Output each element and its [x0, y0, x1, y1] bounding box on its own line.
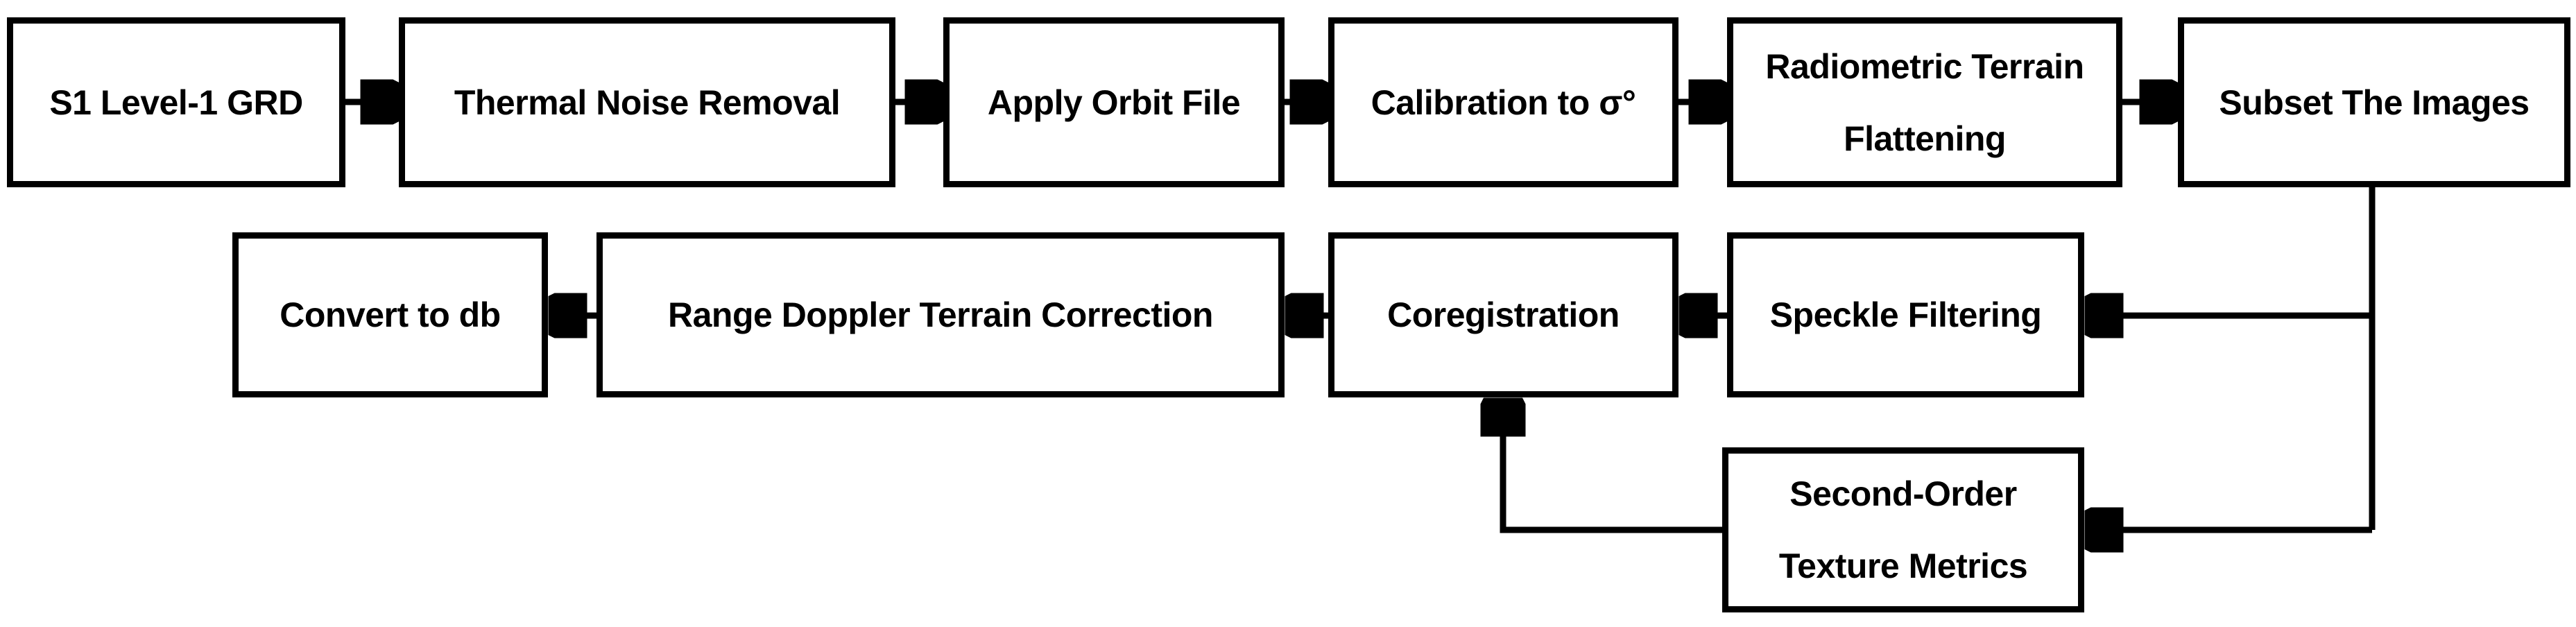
node-label: Apply Orbit File — [987, 83, 1241, 122]
node-speckle-filtering: Speckle Filtering — [1727, 232, 2084, 397]
edge-texture-to-coregistration-arrow — [1503, 404, 1722, 533]
node-label: Radiometric Terrain Flattening — [1765, 46, 2084, 158]
node-radiometric-terrain-flattening: Radiometric Terrain Flattening — [1727, 17, 2122, 187]
node-label: Calibration to σ° — [1371, 83, 1636, 122]
node-label: S1 Level-1 GRD — [49, 83, 303, 122]
node-label: Second-Order Texture Metrics — [1778, 474, 2028, 585]
node-calibration-to-sigma0: Calibration to σ° — [1328, 17, 1678, 187]
node-coregistration: Coregistration — [1328, 232, 1678, 397]
node-label: Convert to db — [280, 295, 501, 334]
node-thermal-noise-removal: Thermal Noise Removal — [399, 17, 895, 187]
node-second-order-texture-metrics: Second-Order Texture Metrics — [1722, 447, 2084, 612]
node-subset-the-images: Subset The Images — [2178, 17, 2570, 187]
node-label: Subset The Images — [2219, 83, 2530, 122]
node-label: Speckle Filtering — [1769, 295, 2042, 334]
node-range-doppler-terrain-correction: Range Doppler Terrain Correction — [596, 232, 1285, 397]
node-convert-to-db: Convert to db — [232, 232, 548, 397]
node-label: Thermal Noise Removal — [454, 83, 841, 122]
node-label: Coregistration — [1387, 295, 1620, 334]
node-apply-orbit-file: Apply Orbit File — [943, 17, 1285, 187]
node-label: Range Doppler Terrain Correction — [668, 295, 1213, 334]
node-s1-level-1-grd: S1 Level-1 GRD — [7, 17, 345, 187]
